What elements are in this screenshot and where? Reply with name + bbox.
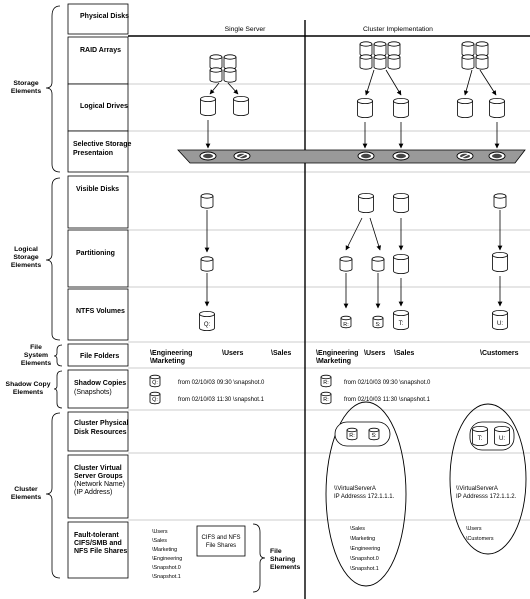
brace-filesys	[53, 344, 63, 367]
snapshot-cluster-0-letter: R:	[323, 380, 328, 386]
column-title-cluster: Cluster Implementation	[363, 26, 433, 33]
row-label-ntfs-volumes: NTFS Volumes	[76, 308, 125, 315]
brace-shadow	[53, 370, 63, 409]
drive-letter-s: S:	[375, 322, 380, 328]
shares-single-list: \Users \Sales \Marketing \Engineering \S…	[152, 529, 184, 580]
raid-to-logical-arrows	[209, 69, 497, 96]
brace-sharing	[252, 523, 266, 593]
folder-cluster-users: \Users	[364, 350, 386, 357]
snapshot-single-1-letter: Q:	[152, 397, 158, 403]
snapshot-icons-single: Q: Q:	[149, 374, 161, 405]
shares-cluster-a-list: \Sales \Marketing \Engineering \Snapshot…	[350, 526, 382, 572]
snapshot-cluster-0-text: from 02/10/03 09:30 \snapshot.0	[344, 380, 431, 386]
cluster-resource-b: T: U:	[469, 421, 515, 451]
drive-letter-t: T:	[399, 321, 404, 327]
row-label-file-folders: File Folders	[80, 353, 119, 360]
storage-presentation-bar	[177, 149, 526, 164]
logical-to-port-arrows	[205, 120, 500, 149]
folder-cluster-engineering: \Engineering	[316, 350, 358, 357]
folder-single-marketing: \Marketing	[150, 358, 185, 365]
partition-to-volume-arrows	[204, 273, 503, 309]
visible-to-partition-arrows	[204, 210, 503, 253]
raid-array-cluster-b	[461, 41, 489, 70]
row-label-visible-disks: Visible Disks	[76, 186, 119, 193]
snapshot-icons-cluster: R: R:	[320, 374, 332, 405]
ntfs-volume-s: S:	[372, 315, 384, 329]
snapshot-single-0-text: from 02/10/03 09:30 \snapshot.0	[178, 380, 265, 386]
ntfs-volume-t: T:	[393, 309, 409, 331]
raid-array-single	[209, 54, 237, 83]
shares-cluster-b-list: \Users \Customers	[466, 526, 494, 542]
folder-single-users: \Users	[222, 350, 244, 357]
ntfs-volume-u: U:	[492, 309, 508, 331]
snapshot-cluster-1-text: from 02/10/03 11:30 \snapshot.1	[344, 397, 431, 403]
ntfs-volume-q: Q:	[199, 310, 215, 332]
brace-cluster	[45, 412, 61, 579]
drive-letter-q: Q:	[204, 322, 211, 328]
ntfs-volume-r: R:	[340, 315, 352, 329]
folder-cluster-customers: \Customers	[480, 350, 519, 357]
virtual-server-a-ellipse	[325, 401, 407, 587]
resource-letter-r: R:	[349, 433, 354, 439]
column-title-single: Single Server	[225, 26, 267, 33]
visible-disks	[200, 192, 507, 214]
shares-callout-box	[196, 525, 246, 557]
row-label-boxes	[67, 3, 129, 579]
folder-cluster-marketing: \Marketing	[316, 358, 351, 365]
row-label-partitioning: Partitioning	[76, 250, 115, 257]
resource-letter-t: T:	[478, 436, 483, 442]
brace-logical	[45, 177, 61, 341]
snapshot-cluster-1-letter: R:	[323, 397, 328, 403]
row-label-shadow-copies: Shadow Copies(Snapshots)	[74, 380, 126, 396]
logical-drives	[200, 96, 505, 118]
folder-cluster-sales: \Sales	[394, 350, 414, 357]
folder-single-sales: \Sales	[271, 350, 291, 357]
cluster-resource-a: R: S:	[334, 421, 391, 447]
drive-letter-u: U:	[497, 321, 503, 327]
raid-array-cluster-a	[359, 41, 401, 70]
partition-disks	[200, 251, 508, 275]
row-label-raid-arrays: RAID Arrays	[80, 47, 121, 54]
folder-single-engineering: \Engineering	[150, 350, 192, 357]
resource-letter-u: U:	[499, 436, 505, 442]
snapshot-single-0-letter: Q:	[152, 380, 158, 386]
row-separators	[128, 83, 530, 521]
row-label-logical-drives: Logical Drives	[80, 103, 128, 110]
row-label-physical-disks: Physical Disks	[80, 13, 129, 20]
snapshot-single-1-text: from 02/10/03 11:30 \snapshot.1	[178, 397, 265, 403]
brace-storage	[45, 5, 61, 173]
drive-letter-r: R:	[343, 322, 348, 328]
virtual-server-b-ellipse	[449, 403, 527, 555]
resource-letter-s: S:	[371, 433, 376, 439]
